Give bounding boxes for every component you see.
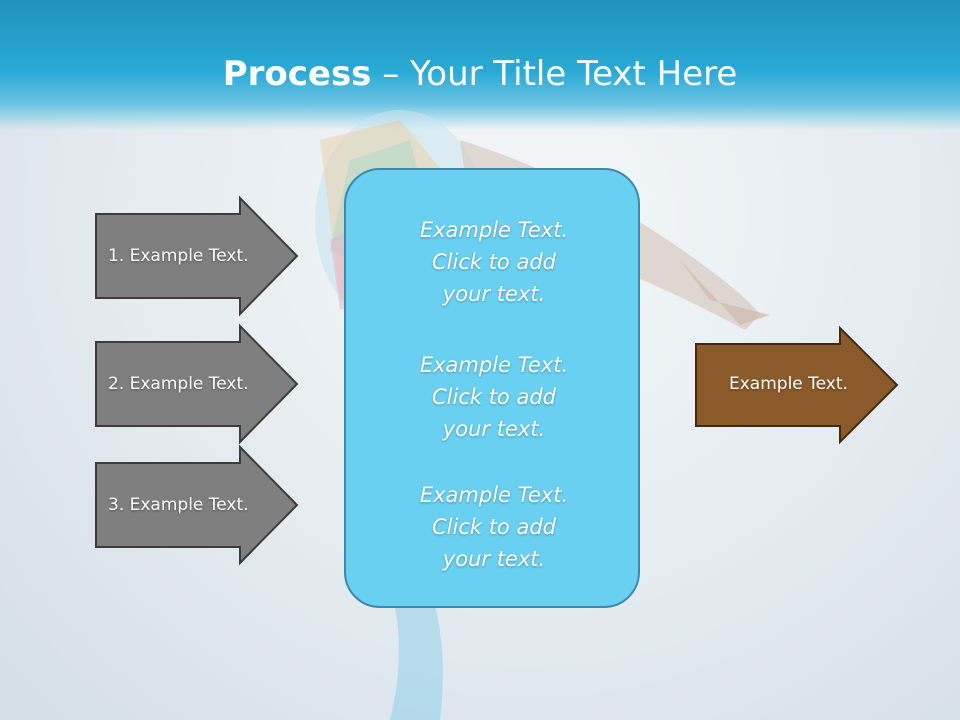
center-text-1[interactable]: Example Text. Click to add your text. <box>346 214 642 310</box>
output-arrow-label: Example Text. <box>729 373 848 395</box>
input-arrow-2-label: 2. Example Text. <box>108 373 249 395</box>
title-rest: – Your Title Text Here <box>371 54 737 94</box>
input-arrow-3-label: 3. Example Text. <box>108 494 249 516</box>
title-bold: Process <box>223 54 372 94</box>
center-text-2[interactable]: Example Text. Click to add your text. <box>346 349 642 445</box>
slide-title[interactable]: Process – Your Title Text Here <box>0 50 960 98</box>
center-process-box[interactable]: Example Text. Click to add your text. Ex… <box>344 168 640 608</box>
input-arrow-1-label: 1. Example Text. <box>108 245 249 267</box>
center-text-3[interactable]: Example Text. Click to add your text. <box>346 479 642 575</box>
